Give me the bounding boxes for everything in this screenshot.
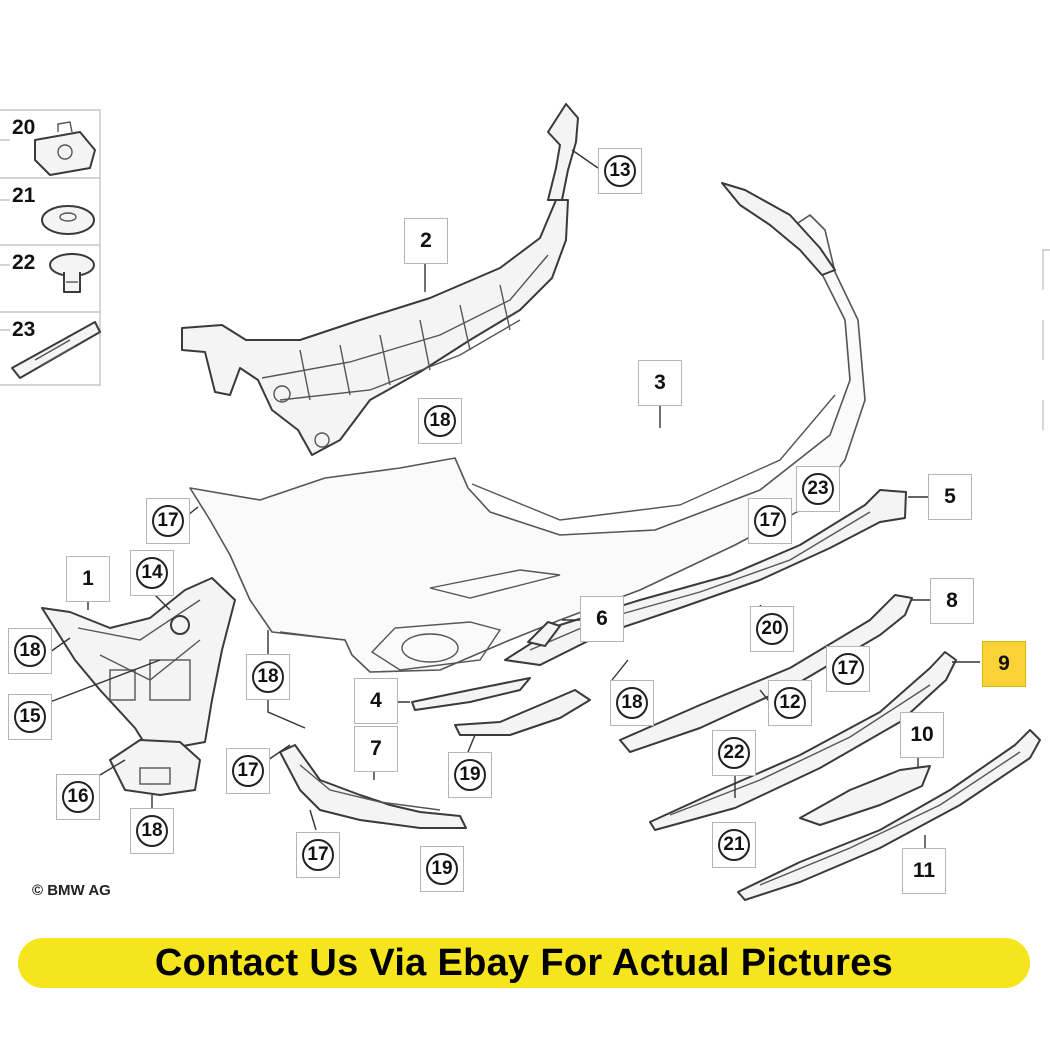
right-edge-frame	[1042, 249, 1050, 430]
callout-15[interactable]: 15	[8, 694, 52, 740]
callout-17[interactable]: 17	[226, 748, 270, 794]
callout-13[interactable]: 13	[598, 148, 642, 194]
contact-banner: Contact Us Via Ebay For Actual Pictures	[18, 938, 1030, 988]
part-13-bracket	[547, 103, 599, 201]
callout-18[interactable]: 18	[8, 628, 52, 674]
callout-6[interactable]: 6	[580, 596, 624, 642]
copyright-text: © BMW AG	[32, 882, 111, 899]
callout-5[interactable]: 5	[928, 474, 972, 520]
push-rivet-icon	[49, 253, 95, 293]
part-11-strip	[737, 729, 1041, 901]
part-9-strip	[649, 651, 980, 831]
callout-17[interactable]: 17	[748, 498, 792, 544]
callout-9[interactable]: 9	[982, 641, 1026, 687]
part-2-carrier	[181, 199, 569, 456]
callout-12[interactable]: 12	[768, 680, 812, 726]
washer-icon	[41, 205, 95, 235]
callout-23[interactable]: 23	[796, 466, 840, 512]
callout-18[interactable]: 18	[418, 398, 462, 444]
callout-14[interactable]: 14	[130, 550, 174, 596]
bracket-clip-icon	[11, 321, 101, 379]
callout-4[interactable]: 4	[354, 678, 398, 724]
grid-label-21: 21	[12, 184, 36, 207]
leader-19-a	[467, 734, 476, 753]
callout-18[interactable]: 18	[246, 654, 290, 700]
callout-10[interactable]: 10	[900, 712, 944, 758]
callout-18[interactable]: 18	[130, 808, 174, 854]
callout-16[interactable]: 16	[56, 774, 100, 820]
leader-17-b	[267, 744, 291, 761]
contact-banner-text: Contact Us Via Ebay For Actual Pictures	[154, 941, 894, 984]
grid-label-20: 20	[12, 116, 36, 139]
callout-1[interactable]: 1	[66, 556, 110, 602]
callout-3[interactable]: 3	[638, 360, 682, 406]
small-parts-grid	[0, 109, 101, 386]
callout-17[interactable]: 17	[146, 498, 190, 544]
callout-21[interactable]: 21	[712, 822, 756, 868]
callout-7[interactable]: 7	[354, 726, 398, 772]
callout-19[interactable]: 19	[420, 846, 464, 892]
callout-18[interactable]: 18	[610, 680, 654, 726]
part-19-lip	[454, 689, 591, 736]
callout-20[interactable]: 20	[750, 606, 794, 652]
callout-8[interactable]: 8	[930, 578, 974, 624]
part-16-lower-bracket	[99, 739, 201, 808]
part-7-corner-trim	[279, 744, 467, 831]
callout-19[interactable]: 19	[448, 752, 492, 798]
callout-11[interactable]: 11	[902, 848, 946, 894]
part-1-side-bracket	[41, 577, 236, 753]
grid-label-22: 22	[12, 251, 36, 274]
clip-nut-icon	[34, 121, 96, 176]
part-4-reflector	[392, 677, 531, 711]
grid-label-23: 23	[12, 318, 36, 341]
callout-17[interactable]: 17	[296, 832, 340, 878]
part-3-bumper-cover	[189, 182, 866, 673]
callout-17[interactable]: 17	[826, 646, 870, 692]
callout-22[interactable]: 22	[712, 730, 756, 776]
leader-18-mid	[611, 659, 629, 681]
callout-2[interactable]: 2	[404, 218, 448, 264]
